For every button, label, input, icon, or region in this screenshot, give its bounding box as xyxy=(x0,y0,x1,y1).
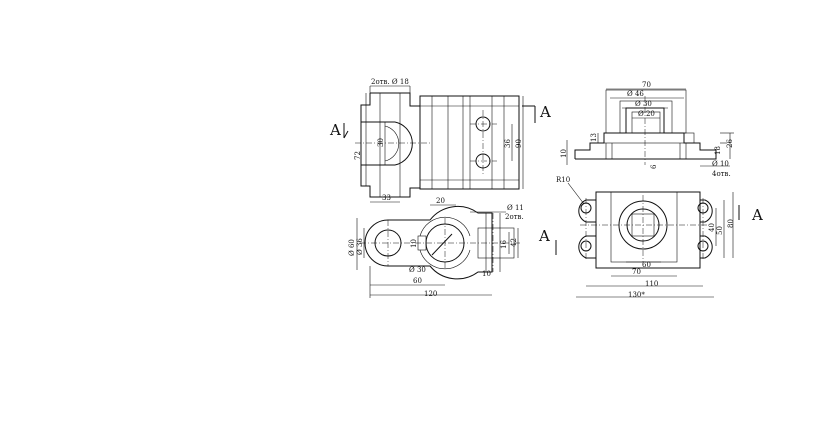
front-dim-slot: 30 xyxy=(377,138,385,147)
bl-holes-count: 2отв. xyxy=(505,213,524,221)
plan-dim-40: 40 xyxy=(708,223,716,232)
plan-dim-80: 80 xyxy=(727,219,735,228)
plan-view: R10 40 50 80 60 70 110 130* A A xyxy=(538,176,763,299)
side-dim-d46: Ø 46 xyxy=(627,90,644,98)
front-holes-note: 2отв. Ø 18 xyxy=(371,78,409,86)
plan-dim-130: 130* xyxy=(628,291,645,299)
bl-dim-d60: Ø 60 xyxy=(348,239,356,256)
side-dim-6: 6 xyxy=(650,164,658,169)
side-dim-26: 26 xyxy=(726,139,734,148)
bl-dim-42: 42 xyxy=(510,238,518,247)
bl-holes-d11: Ø 11 xyxy=(507,204,524,212)
bl-dim-10b: 10 xyxy=(482,270,491,278)
section-letter-right: A xyxy=(539,103,551,121)
side-dim-10: 10 xyxy=(560,149,568,158)
side-dim-18: 18 xyxy=(714,146,722,155)
bl-dim-20: 20 xyxy=(436,197,445,205)
section-letter-left: A xyxy=(329,121,341,139)
bl-dim-16: 16 xyxy=(500,240,508,249)
front-view: 2отв. Ø 18 72 30 33 36 90 A A xyxy=(329,78,551,203)
plan-dim-70: 70 xyxy=(632,268,641,276)
front-dim-bottom: 33 xyxy=(382,194,391,202)
side-dim-70: 70 xyxy=(642,81,651,89)
side-view: 70 Ø 46 Ø 30 Ø 20 13 10 6 18 26 Ø 10 4от… xyxy=(560,81,734,178)
plan-section-letter-right: A xyxy=(751,206,763,224)
plan-radius: R10 xyxy=(556,176,570,184)
bl-dim-120: 120 xyxy=(424,290,437,298)
side-dim-d20: Ø 20 xyxy=(638,110,655,118)
front-dim-90: 90 xyxy=(515,139,523,148)
bl-dim-60: 60 xyxy=(413,277,422,285)
front-dim-36: 36 xyxy=(504,139,512,148)
bl-dim-d36: Ø 36 xyxy=(356,238,364,255)
side-holes-count: 4отв. xyxy=(712,170,731,178)
bottom-left-view: 20 Ø 11 2отв. Ø 60 Ø 36 10 Ø 30 16 42 10… xyxy=(348,197,524,298)
plan-dim-50: 50 xyxy=(716,226,724,235)
side-holes-d10: Ø 10 xyxy=(712,160,729,168)
side-dim-13: 13 xyxy=(590,133,598,142)
front-dim-height: 72 xyxy=(354,151,362,160)
bl-dim-10: 10 xyxy=(410,239,418,248)
side-dim-d30: Ø 30 xyxy=(635,100,652,108)
plan-dim-110: 110 xyxy=(645,280,658,288)
plan-section-letter-left: A xyxy=(538,227,550,245)
plan-dim-60: 60 xyxy=(642,261,651,269)
bl-dim-d30: Ø 30 xyxy=(409,266,426,274)
